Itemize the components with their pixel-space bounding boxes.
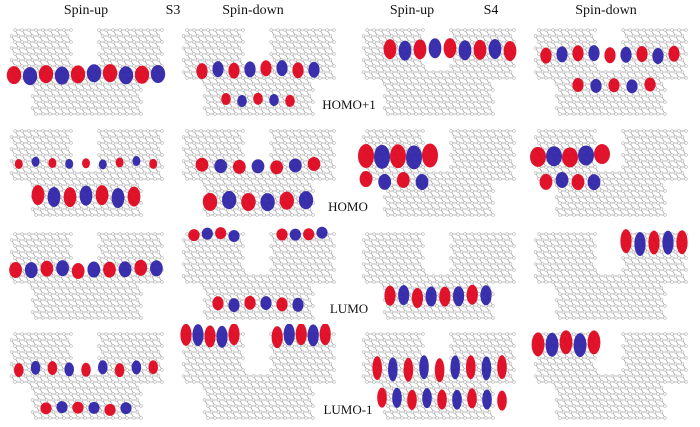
header-s3-spin-up: Spin-up bbox=[63, 3, 109, 18]
orbital-panel-s3-spin-down-homo bbox=[178, 121, 338, 221]
orbital-panel-s4-spin-up-lumo bbox=[358, 224, 518, 324]
row-label-lumo-1: LUMO-1 bbox=[323, 402, 373, 417]
orbital-panel-s3-spin-down-lumo bbox=[178, 224, 338, 324]
orbital-panel-s3-spin-up-lumo-1 bbox=[6, 324, 166, 424]
orbital-panel-s4-spin-up-homo-plus-1 bbox=[358, 20, 518, 120]
orbital-panel-s3-spin-down-lumo-1 bbox=[178, 324, 338, 424]
orbital-panel-s4-spin-up-homo bbox=[358, 121, 518, 221]
orbital-panel-s3-spin-down-homo-plus-1 bbox=[178, 20, 338, 120]
orbital-panel-s4-spin-up-lumo-1 bbox=[358, 324, 518, 424]
header-s3: S3 bbox=[165, 3, 181, 18]
row-label-homo-plus-1: HOMO+1 bbox=[322, 97, 376, 112]
row-label-lumo: LUMO bbox=[329, 301, 369, 316]
orbital-panel-s3-spin-up-homo-plus-1 bbox=[6, 20, 166, 120]
orbital-panel-s3-spin-up-lumo bbox=[6, 224, 166, 324]
header-s4: S4 bbox=[483, 3, 499, 18]
orbital-panel-s4-spin-down-homo-plus-1 bbox=[530, 20, 690, 120]
header-s3-spin-down: Spin-down bbox=[222, 3, 284, 18]
row-label-homo: HOMO bbox=[328, 199, 368, 214]
header-s4-spin-down: Spin-down bbox=[575, 3, 637, 18]
orbital-panel-s3-spin-up-homo bbox=[6, 121, 166, 221]
orbital-panel-s4-spin-down-lumo-1 bbox=[530, 324, 690, 424]
header-s4-spin-up: Spin-up bbox=[389, 3, 435, 18]
orbital-panel-s4-spin-down-homo bbox=[530, 121, 690, 221]
orbital-panel-s4-spin-down-lumo bbox=[530, 224, 690, 324]
